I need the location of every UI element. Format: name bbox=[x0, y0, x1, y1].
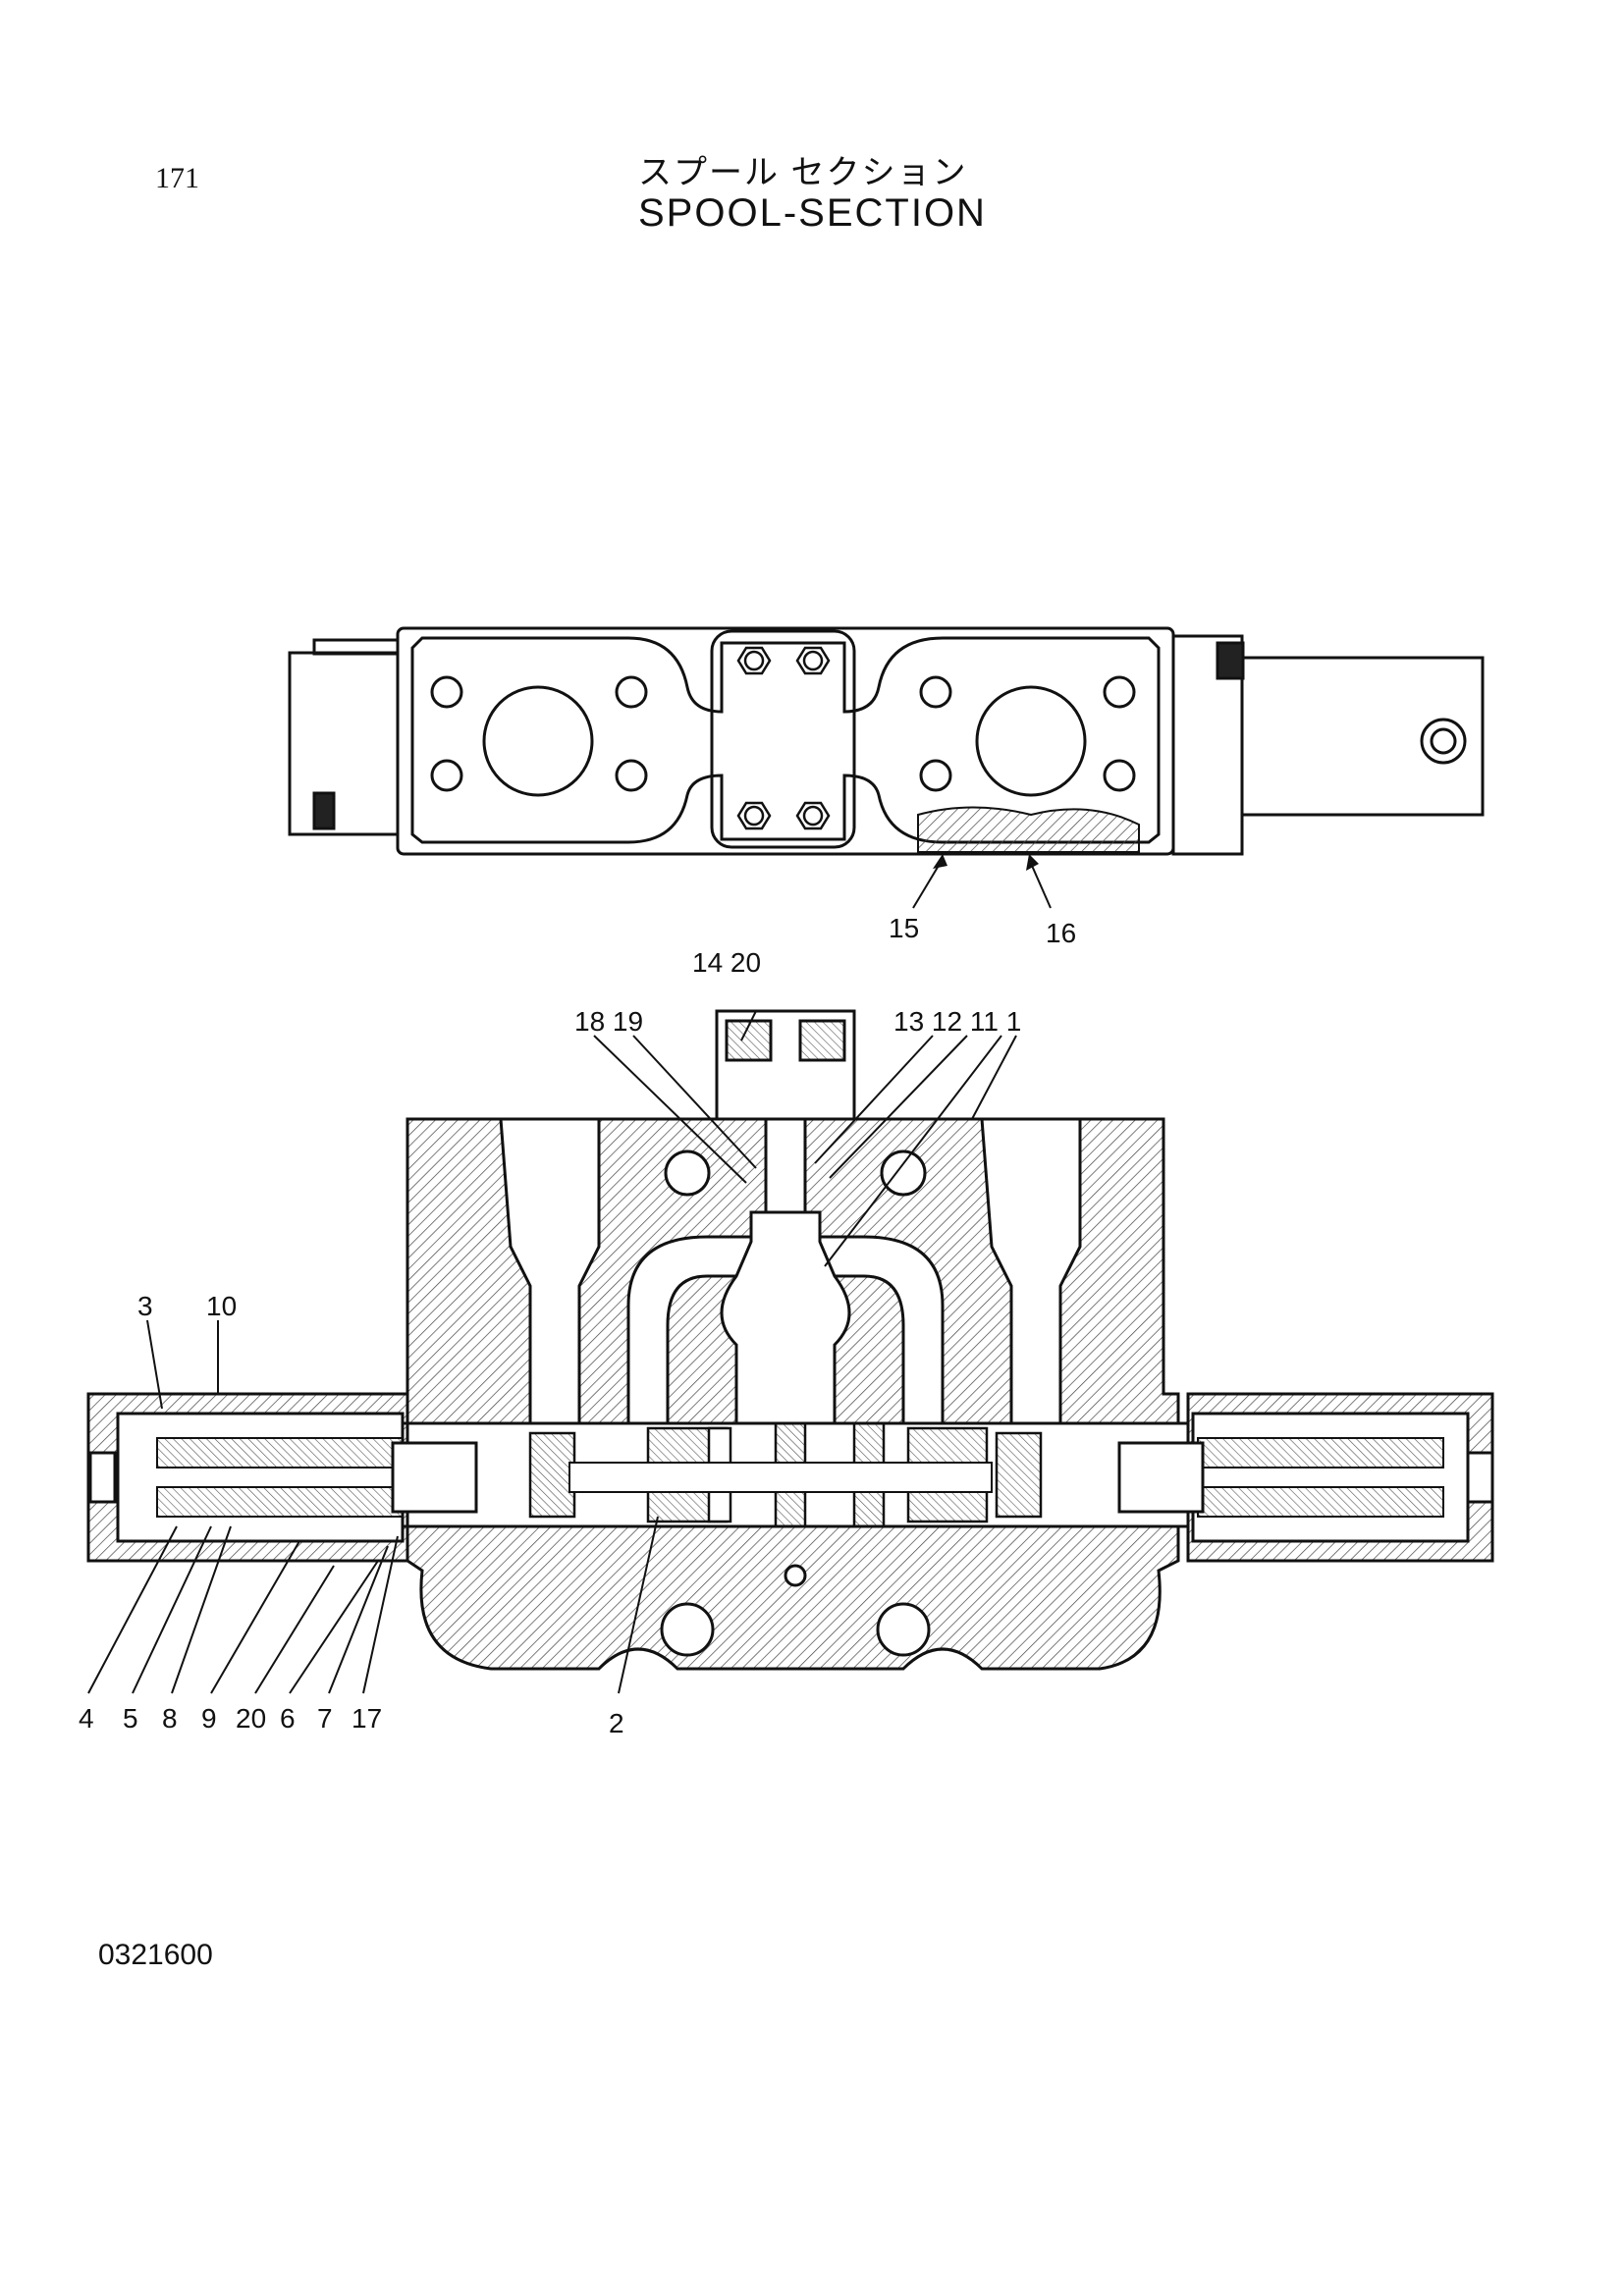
right-port bbox=[975, 685, 1087, 797]
port-hole bbox=[876, 1602, 931, 1657]
right-cap-outline bbox=[1171, 634, 1244, 856]
callout-20: 20 bbox=[236, 1703, 266, 1734]
callout-6: 6 bbox=[280, 1703, 296, 1734]
callout-10: 10 bbox=[206, 1291, 237, 1321]
port-hole bbox=[880, 1149, 927, 1197]
section-view bbox=[86, 1009, 1494, 1694]
callout-9: 9 bbox=[201, 1703, 217, 1734]
right-plug bbox=[1466, 1451, 1494, 1504]
small-hole bbox=[784, 1564, 807, 1587]
right-spring-upper bbox=[1197, 1437, 1444, 1468]
left-spring-lower bbox=[156, 1486, 404, 1518]
right-spool-end bbox=[1117, 1441, 1205, 1514]
flange-plate-outline bbox=[410, 636, 1161, 844]
bolt-hole bbox=[430, 675, 463, 709]
bolt-hole bbox=[1103, 759, 1136, 792]
callout-8: 8 bbox=[162, 1703, 178, 1734]
document-code: 0321600 bbox=[98, 1939, 213, 1971]
left-spool-end bbox=[391, 1441, 478, 1514]
callout-14-20: 14 20 bbox=[692, 947, 761, 978]
plug-hex-right bbox=[798, 1019, 846, 1062]
page-number: 171 bbox=[155, 162, 199, 194]
check-stem bbox=[764, 1117, 807, 1214]
port-hole bbox=[664, 1149, 711, 1197]
callout-17: 17 bbox=[352, 1703, 382, 1734]
bolt-hole bbox=[1103, 675, 1136, 709]
right-spring-lower bbox=[1197, 1486, 1444, 1518]
leader-lines bbox=[87, 1010, 1017, 1694]
callout-18-19: 18 19 bbox=[574, 1006, 643, 1037]
right-spring-chamber bbox=[1191, 1412, 1470, 1543]
left-port bbox=[482, 685, 594, 797]
right-plug bbox=[1420, 718, 1467, 765]
bolt-hole bbox=[615, 675, 648, 709]
bolt-hole bbox=[430, 759, 463, 792]
callout-15: 15 bbox=[889, 913, 919, 943]
spool-shaft bbox=[568, 1462, 993, 1493]
left-plug bbox=[88, 1451, 117, 1504]
callout-13-12-11-1: 13 12 11 1 bbox=[893, 1006, 1021, 1037]
callout-4: 4 bbox=[79, 1703, 94, 1734]
callout-3: 3 bbox=[137, 1291, 153, 1321]
left-cap-outline bbox=[288, 651, 400, 836]
center-cover bbox=[710, 629, 856, 849]
hex-bolts bbox=[736, 646, 831, 830]
right-extension bbox=[1242, 656, 1485, 817]
left-spring-chamber bbox=[116, 1412, 405, 1543]
callout-5: 5 bbox=[123, 1703, 138, 1734]
right-knurl bbox=[1216, 641, 1245, 680]
callout-16: 16 bbox=[1046, 918, 1076, 948]
bolt-hole bbox=[615, 759, 648, 792]
cutaway-section bbox=[917, 806, 1140, 853]
top-view bbox=[288, 626, 1485, 909]
page-title-japanese: スプール セクション bbox=[638, 154, 968, 191]
bolt-hole bbox=[919, 675, 952, 709]
left-knurl bbox=[312, 791, 336, 830]
callout-7: 7 bbox=[317, 1703, 333, 1734]
left-spring-upper bbox=[156, 1437, 404, 1468]
page-title: SPOOL-SECTION bbox=[638, 191, 987, 235]
callout-2: 2 bbox=[609, 1708, 624, 1738]
port-hole bbox=[660, 1602, 715, 1657]
bolt-hole bbox=[919, 759, 952, 792]
